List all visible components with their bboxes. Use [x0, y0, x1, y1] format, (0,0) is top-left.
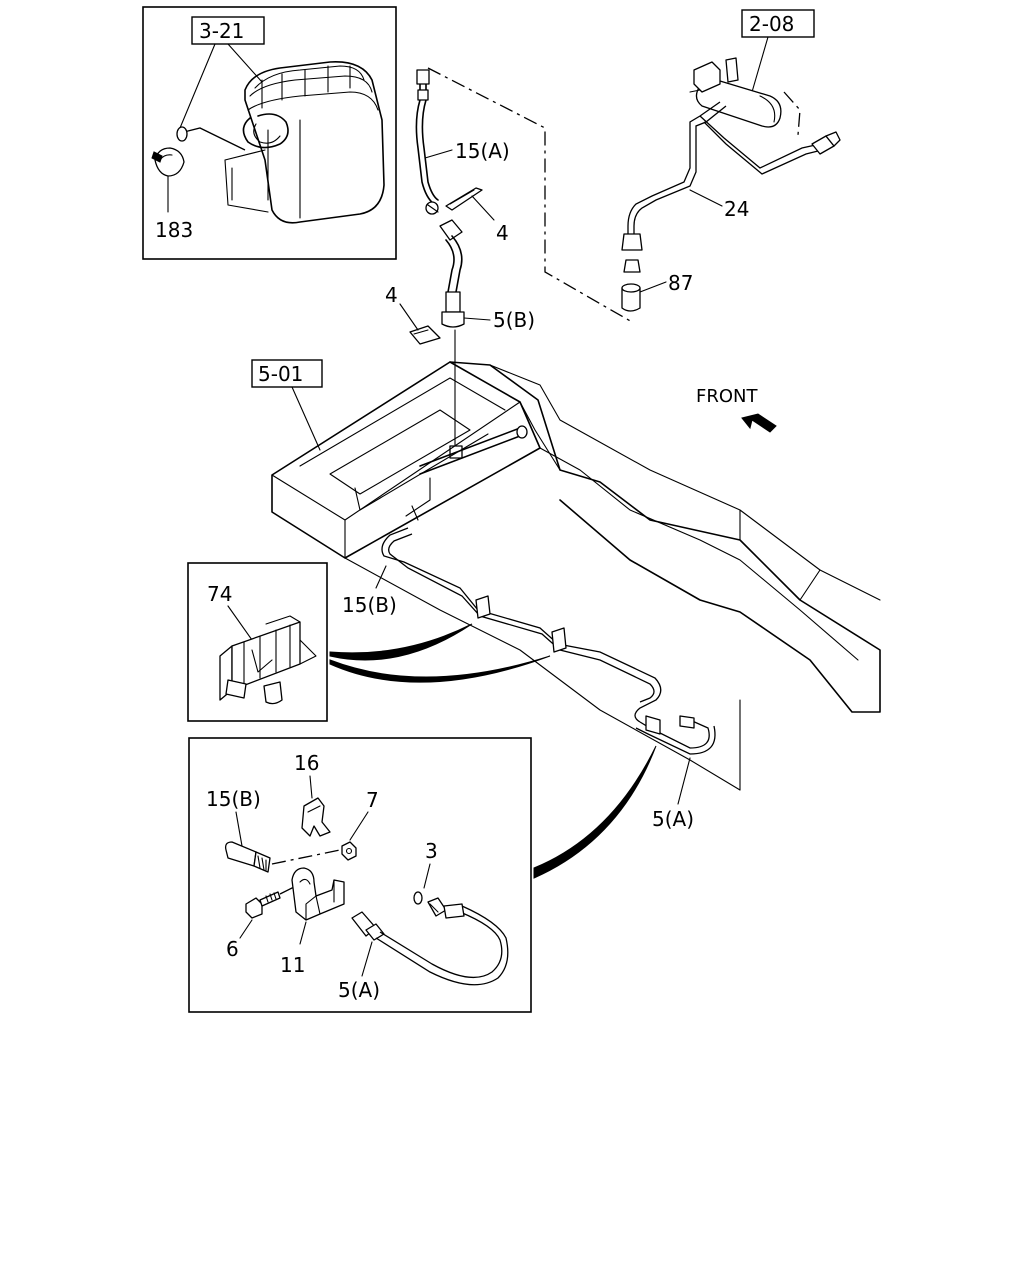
clip-74-drawing: [219, 615, 317, 705]
callout-6: 6: [226, 937, 239, 961]
callout-24: 24: [724, 197, 749, 221]
master-cylinder-drawing: [689, 57, 801, 136]
callout-16: 16: [294, 751, 319, 775]
callout-11: 11: [280, 953, 305, 977]
bracket-11: [291, 867, 345, 921]
callout-15b-detail: 15(B): [206, 787, 261, 811]
connection-5a-detail-box: 16 15(B) 7 6: [188, 737, 657, 1013]
callout-5b: 5(B): [493, 308, 535, 332]
callout-74: 74: [207, 582, 232, 606]
callout-3: 3: [425, 839, 438, 863]
clip-74-detail-box: 74: [187, 562, 551, 722]
callout-87: 87: [668, 271, 693, 295]
vehicle-frame: 5-01: [251, 359, 881, 791]
callout-15a: 15(A): [455, 139, 510, 163]
clip-16-drawing: [301, 797, 331, 837]
callout-5a-frame: 5(A): [652, 807, 694, 831]
reservoir-detail-box: 3-21 183: [142, 6, 397, 260]
ref-label-5-01: 5-01: [258, 362, 303, 386]
callout-4-upper: 4: [496, 221, 509, 245]
callout-7: 7: [366, 788, 379, 812]
clip-4-mid: [409, 325, 441, 345]
callout-15b-frame: 15(B): [342, 593, 397, 617]
o-ring-3: [413, 891, 423, 905]
clip-4-upper: [445, 187, 483, 211]
ref-label-2-08: 2-08: [749, 12, 794, 36]
bolt-6: [245, 891, 281, 919]
reservoir-tank-drawing: [224, 61, 385, 224]
pipe-15b-on-frame: 15(B) 5(A): [342, 527, 716, 831]
hose-clamp-183: [151, 126, 188, 177]
ref-label-3-21: 3-21: [199, 19, 244, 43]
pipe-15b-end: [224, 841, 271, 873]
pipe-5a-detail: [351, 897, 509, 986]
front-direction-indicator: FRONT: [696, 386, 777, 433]
callout-5a-detail: 5(A): [338, 978, 380, 1002]
front-label: FRONT: [696, 386, 758, 407]
callout-183: 183: [155, 218, 193, 242]
front-arrow-icon: [741, 413, 777, 433]
callout-4-mid: 4: [385, 283, 398, 307]
hose-assembly-upper: 15(A) 4 5(B) 4: [385, 67, 633, 459]
master-cylinder-assembly: 2-08 24 87: [621, 9, 841, 312]
nut-7: [341, 841, 357, 861]
